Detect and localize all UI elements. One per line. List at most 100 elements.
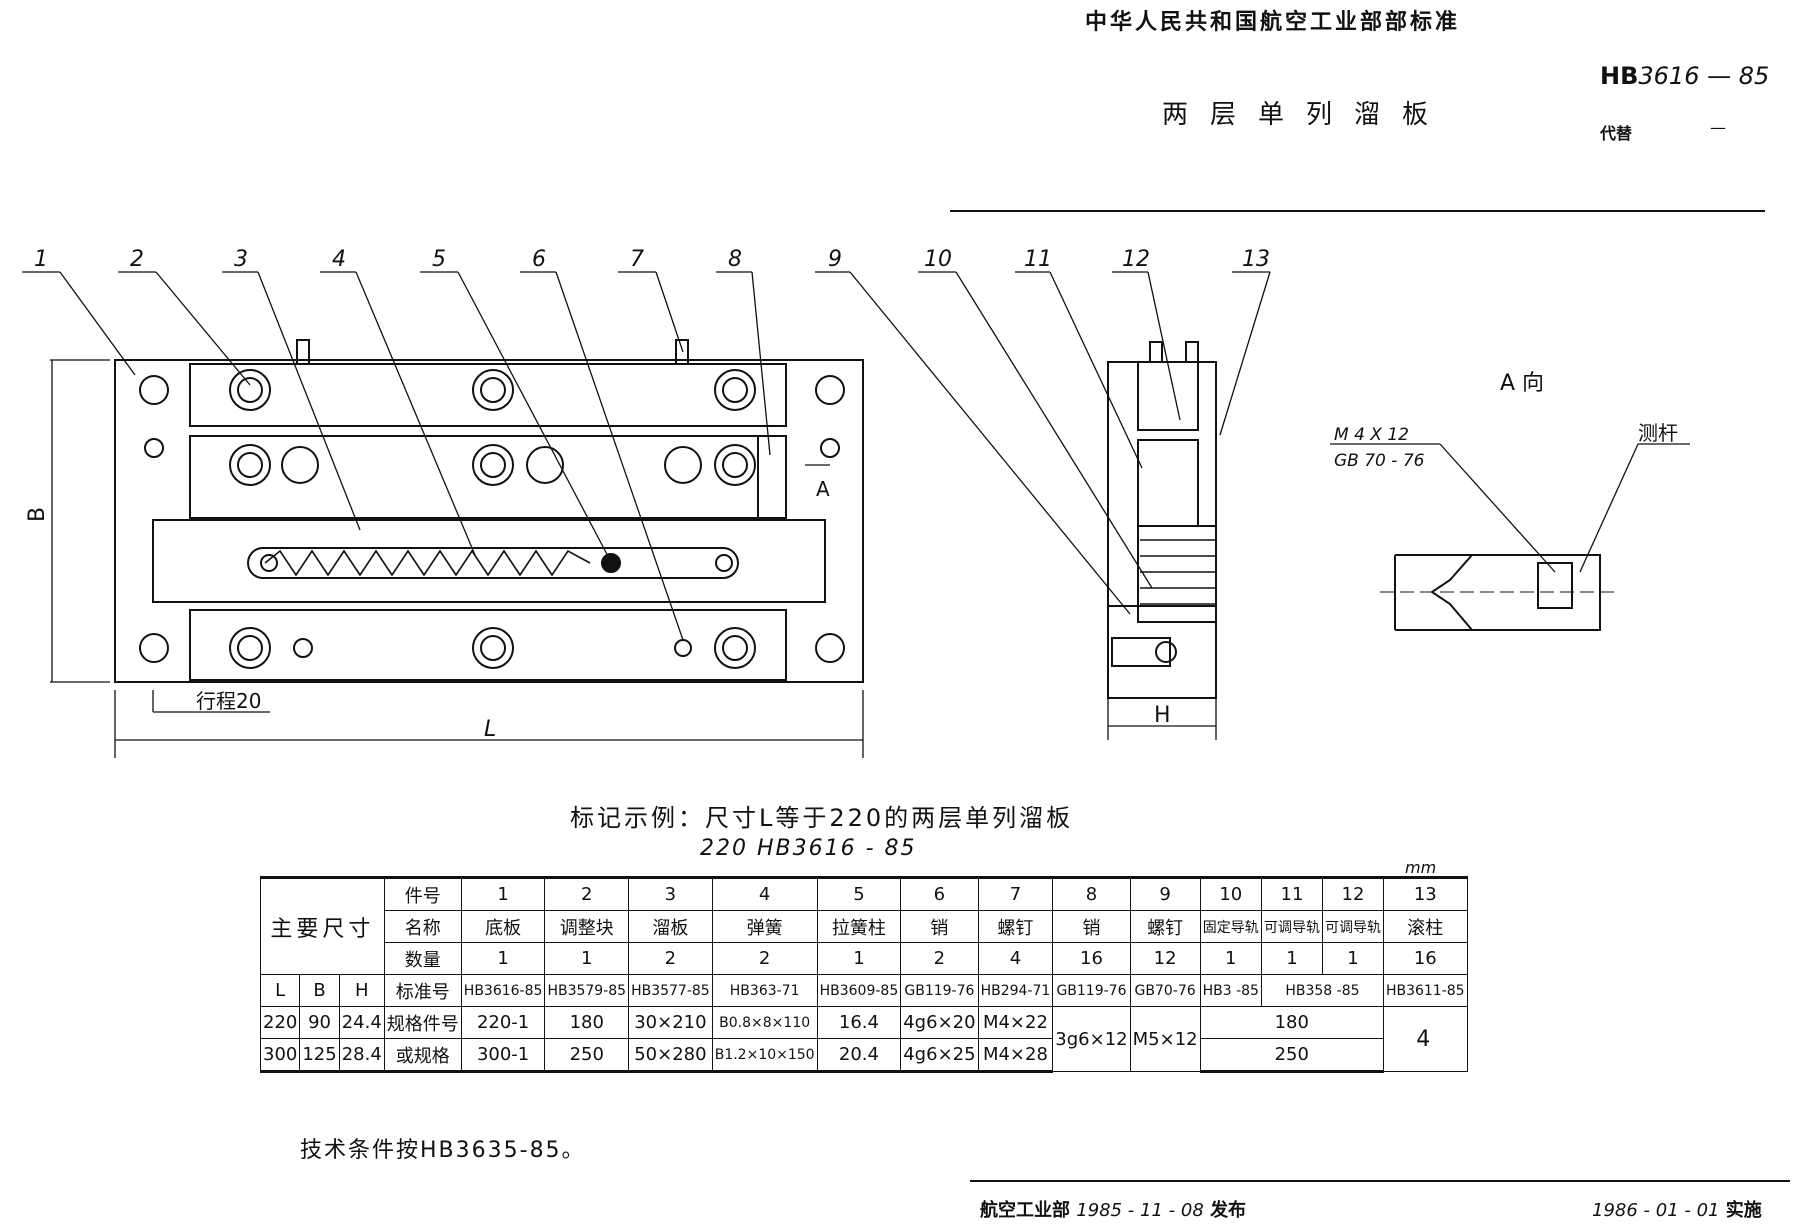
- a-view-label: A 向: [1500, 371, 1544, 396]
- qty-cell: 2: [711, 942, 818, 975]
- spec-cell: 30×210: [628, 1006, 713, 1039]
- row-label-spec-2: 或规格: [383, 1038, 462, 1073]
- spec-cell: M5×12: [1129, 1006, 1201, 1072]
- document-title: 两层单列溜板: [1162, 100, 1451, 130]
- qty-cell: 1: [460, 942, 546, 975]
- dim-h-label: H: [1154, 703, 1171, 728]
- part-no-cell: 1: [460, 876, 546, 911]
- dim-l-label: L: [484, 717, 496, 742]
- part-no-cell: 5: [816, 876, 902, 911]
- size-cell: 125: [299, 1038, 340, 1073]
- qty-cell: 16: [1052, 942, 1131, 975]
- callout-1: 1: [34, 247, 48, 272]
- spec-cell: 250: [1199, 1038, 1384, 1073]
- qty-cell: 12: [1129, 942, 1201, 975]
- qty-cell: 4: [977, 942, 1054, 975]
- spec-cell: 4g6×20: [900, 1006, 979, 1039]
- adjust-block-top: [189, 363, 787, 427]
- spec-cell: 3g6×12: [1052, 1006, 1131, 1072]
- marking-example: 标记示例：尺寸L等于220的两层单列溜板: [570, 804, 1074, 832]
- table-row-300: 300 125 28.4 或规格 300-1 250 50×280 B1.2×1…: [259, 1038, 1468, 1073]
- spec-cell: 220-1: [460, 1006, 546, 1039]
- part-no-cell: 10: [1199, 876, 1262, 911]
- screw-spec-2: GB 70 - 76: [1334, 451, 1425, 471]
- header-rule: [950, 210, 1765, 212]
- footer-effective: 1986 - 01 - 01 实施: [1592, 1196, 1762, 1222]
- footer-rule: [970, 1180, 1790, 1182]
- std-no-cell: HB294-71: [977, 974, 1054, 1007]
- size-cell: 28.4: [338, 1038, 385, 1073]
- footer-issue: 航空工业部 1985 - 11 - 08 发布: [980, 1196, 1246, 1222]
- part-no-cell: 11: [1260, 876, 1323, 911]
- a-view-detail: [1330, 443, 1690, 631]
- part-no-cell: 8: [1052, 876, 1131, 911]
- std-no-cell: HB3 -85: [1199, 974, 1262, 1007]
- part-no-cell: 6: [900, 876, 979, 911]
- part-no-cell: 2: [544, 876, 630, 911]
- organization-title: 中华人民共和国航空工业部部标准: [1085, 10, 1461, 35]
- issuer: 航空工业部: [980, 1200, 1070, 1221]
- name-cell: 弹簧: [711, 910, 818, 943]
- table-row-name: 名称 底板 调整块 溜板 弹簧 拉簧柱 销 螺钉 销 螺钉 固定导轨 可调导轨 …: [261, 910, 1468, 943]
- qty-cell: 2: [628, 942, 713, 975]
- name-cell: 可调导轨: [1321, 910, 1384, 943]
- base-plate-outline: [114, 359, 864, 683]
- callout-9: 9: [828, 247, 842, 272]
- part-no-cell: 7: [977, 876, 1054, 911]
- name-cell: 底板: [460, 910, 546, 943]
- issue-label: 发布: [1210, 1200, 1247, 1221]
- qty-cell: 16: [1382, 942, 1468, 975]
- parts-table: 主要尺寸 件号 1 2 3 4 5 6 7 8 9 10 11 12 13 名称…: [259, 876, 1468, 1073]
- std-no-cell: HB363-71: [711, 974, 818, 1007]
- callout-12: 12: [1122, 247, 1150, 272]
- standard-number-value: 3616 — 85: [1638, 62, 1770, 90]
- dim-header-h: H: [338, 974, 385, 1007]
- spec-cell: 4: [1382, 1006, 1468, 1072]
- name-cell: 固定导轨: [1199, 910, 1262, 943]
- leader-lines: [22, 271, 1271, 641]
- issue-date: 1985 - 11 - 08: [1076, 1200, 1204, 1221]
- name-cell: 拉簧柱: [816, 910, 902, 943]
- std-no-cell: HB3579-85: [544, 974, 630, 1007]
- part-no-cell: 3: [628, 876, 713, 911]
- std-no-cell: GB70-76: [1129, 974, 1201, 1007]
- slide-plate-lower: [189, 609, 787, 681]
- part-no-cell: 12: [1321, 876, 1384, 911]
- callout-numbers: 1 2 3 4 5 6 7 8 9 10 11 12 13: [34, 247, 1270, 272]
- row-label-spec-1: 规格件号: [383, 1006, 462, 1039]
- side-view: [1107, 341, 1217, 699]
- dim-header-b: B: [299, 974, 340, 1007]
- name-cell: 调整块: [544, 910, 630, 943]
- dim-b-label: B: [25, 507, 50, 522]
- callout-6: 6: [532, 247, 546, 272]
- spec-cell: 20.4: [816, 1038, 902, 1073]
- row-label-name: 名称: [383, 910, 462, 943]
- name-cell: 滚柱: [1382, 910, 1468, 943]
- callout-2: 2: [130, 247, 144, 272]
- std-no-cell: GB119-76: [1052, 974, 1131, 1007]
- size-cell: 220: [259, 1006, 301, 1039]
- table-row-220: 220 90 24.4 规格件号 220-1 180 30×210 B0.8×8…: [259, 1006, 1468, 1072]
- std-no-cell: HB358 -85: [1260, 974, 1384, 1007]
- name-cell: 螺钉: [1129, 910, 1201, 943]
- rod-label: 测杆: [1638, 421, 1678, 445]
- spec-cell: B0.8×8×110: [711, 1006, 818, 1039]
- spec-cell: 180: [544, 1006, 630, 1039]
- effective-label: 实施: [1725, 1200, 1762, 1221]
- callout-7: 7: [630, 247, 644, 272]
- table-unit: mm: [1405, 858, 1437, 877]
- standard-number: HB3616 — 85: [1600, 62, 1769, 90]
- callout-13: 13: [1242, 247, 1270, 272]
- standard-prefix: HB: [1600, 62, 1639, 90]
- spec-cell: 4g6×25: [900, 1038, 979, 1073]
- std-no-cell: HB3611-85: [1382, 974, 1468, 1007]
- callout-8: 8: [728, 247, 742, 272]
- part-no-cell: 13: [1382, 876, 1468, 911]
- replaces-value: —: [1710, 118, 1726, 137]
- spec-cell: M4×28: [977, 1038, 1054, 1073]
- spec-cell: M4×22: [977, 1006, 1054, 1039]
- spec-cell: 180: [1199, 1006, 1384, 1039]
- technical-drawing: 1 2 3 4 5 6 7 8 9 10 11 12 13 B L H 行程20…: [22, 247, 1690, 758]
- spec-cell: 50×280: [628, 1038, 713, 1073]
- table-row-qty: 数量 1 1 2 2 1 2 4 16 12 1 1 1 16: [261, 942, 1468, 975]
